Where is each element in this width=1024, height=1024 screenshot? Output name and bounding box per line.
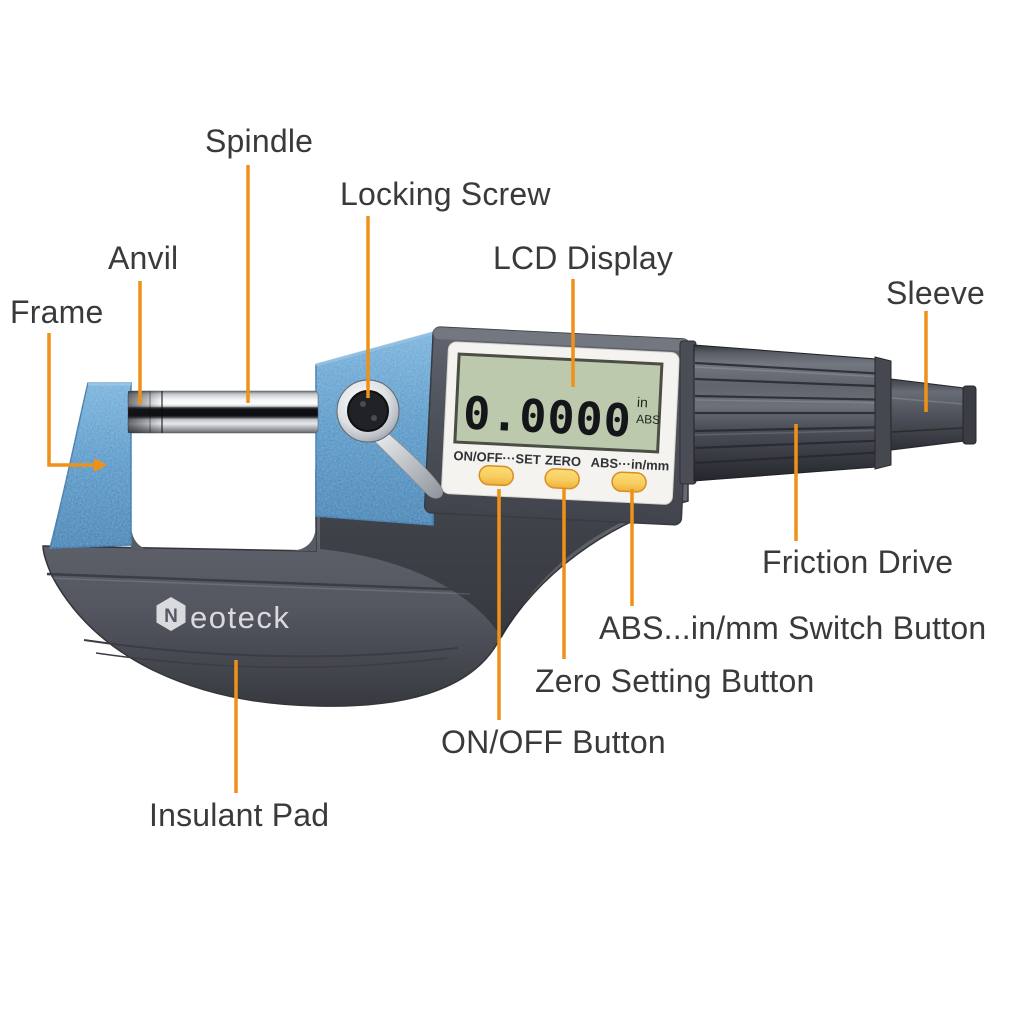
friction-drive-part — [679, 340, 892, 485]
label-on-off: ON/OFF Button — [441, 724, 666, 760]
logo-hexagon-icon — [156, 597, 186, 631]
locking-lever — [368, 423, 444, 499]
spindle-rod — [127, 390, 319, 434]
label-locking-screw: Locking Screw — [340, 176, 551, 212]
opening-fillet-right — [288, 523, 316, 551]
label-sleeve: Sleeve — [886, 275, 986, 311]
frame-body: N eoteck — [42, 469, 689, 707]
frame-arrowhead-icon — [94, 458, 107, 472]
leader-frame — [47, 333, 94, 467]
onoff-button — [478, 464, 514, 487]
under-housing-shadow — [320, 500, 686, 638]
sleeve-part — [890, 378, 977, 451]
label-abs-switch: ABS...in/mm Switch Button — [599, 610, 987, 646]
logo-initial: N — [164, 606, 178, 627]
label-lcd-display: LCD Display — [493, 240, 674, 276]
insulant-pad-seams — [46, 572, 471, 669]
label-anvil: Anvil — [108, 240, 179, 276]
opening-fillet-left — [131, 523, 159, 551]
lcd-unit: in — [637, 394, 649, 411]
abs-inmm-button-label: ABS···in/mm — [590, 455, 669, 474]
label-zero-setting: Zero Setting Button — [535, 663, 815, 699]
label-insulant-pad: Insulant Pad — [149, 797, 330, 833]
lcd-screen — [453, 352, 664, 454]
brand-logo: N eoteck — [156, 597, 290, 635]
abs-inmm-button — [611, 471, 647, 493]
lcd-housing: 0.0000 in ABS ON/OFF···SET ZERO ABS···in… — [423, 326, 691, 526]
zero-button-label: ZERO — [545, 452, 582, 469]
label-spindle: Spindle — [205, 123, 314, 159]
logo-text: eoteck — [190, 600, 290, 635]
label-frame: Frame — [10, 294, 104, 330]
zero-button — [544, 468, 580, 490]
leader-lines — [47, 165, 928, 793]
anvil-section — [128, 391, 162, 433]
lcd-value: 0.0000 — [462, 386, 633, 447]
label-friction-drive: Friction Drive — [762, 544, 954, 580]
onoff-set-button-label: ON/OFF···SET — [453, 448, 541, 467]
lcd-mode: ABS — [636, 412, 661, 427]
